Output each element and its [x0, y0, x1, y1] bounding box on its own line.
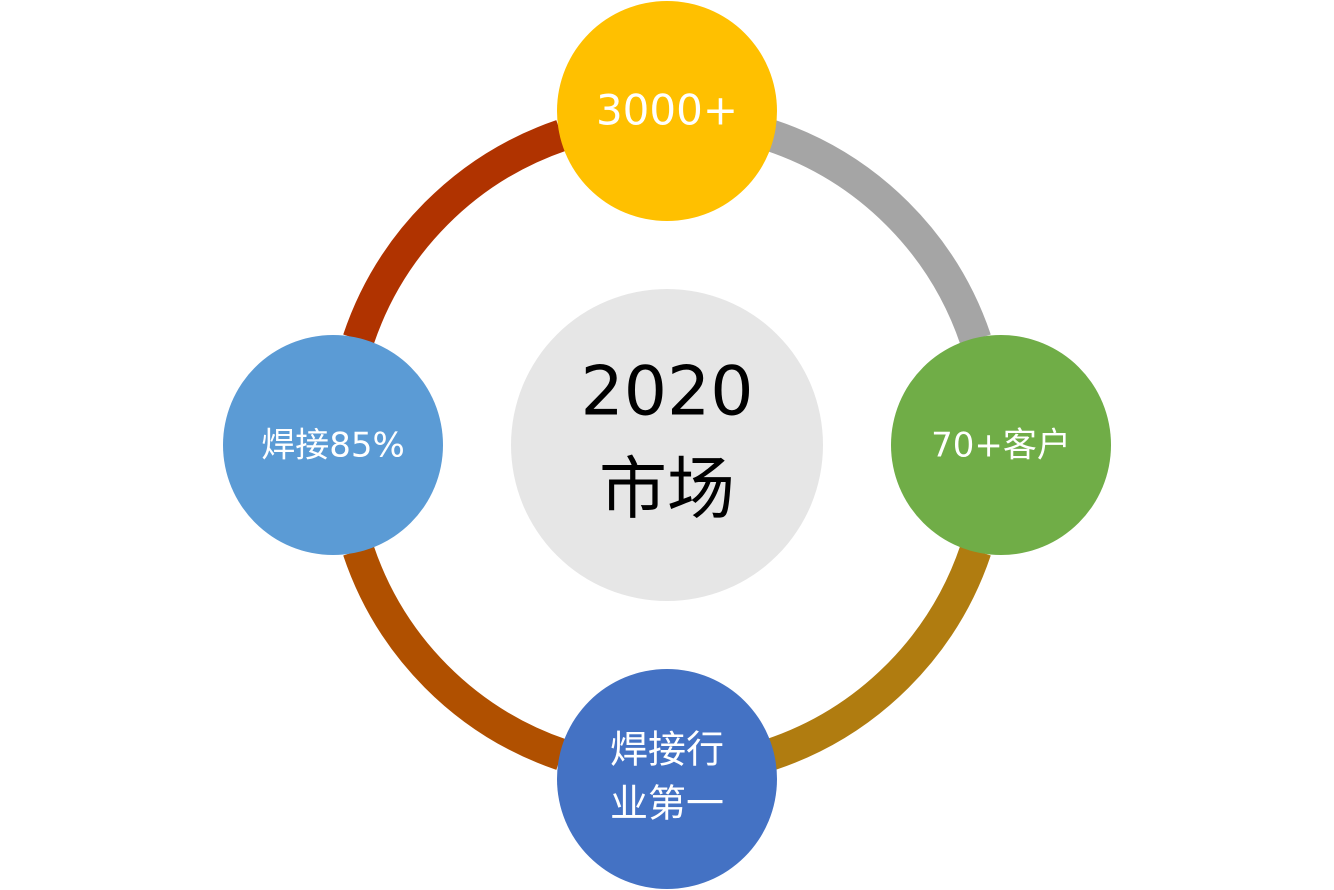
arc-left-top [343, 120, 567, 345]
node-top-label: 3000+ [596, 86, 738, 135]
arc-top-right [765, 120, 991, 345]
arc-bottom-left [343, 545, 567, 770]
node-right-label: 70+客户 [931, 426, 1071, 466]
node-left: 焊接85% [223, 335, 443, 555]
node-right: 70+客户 [891, 335, 1111, 555]
node-circle-bottom [557, 669, 777, 889]
node-circle-right [891, 335, 1111, 555]
node-circle-left [223, 335, 443, 555]
center-label: 市场 [599, 451, 735, 530]
node-bottom-label-line2: 业第一 [610, 782, 724, 826]
node-bottom-label-line1: 焊接行 [610, 728, 724, 772]
node-bottom: 焊接行 业第一 [557, 669, 777, 889]
center-node: 2020 市场 [511, 289, 823, 601]
node-left-label: 焊接85% [261, 426, 405, 466]
node-circle-top [557, 1, 777, 221]
node-top: 3000+ [557, 1, 777, 221]
arc-right-bottom [765, 545, 991, 770]
center-year: 2020 [580, 353, 753, 432]
center-circle [511, 289, 823, 601]
